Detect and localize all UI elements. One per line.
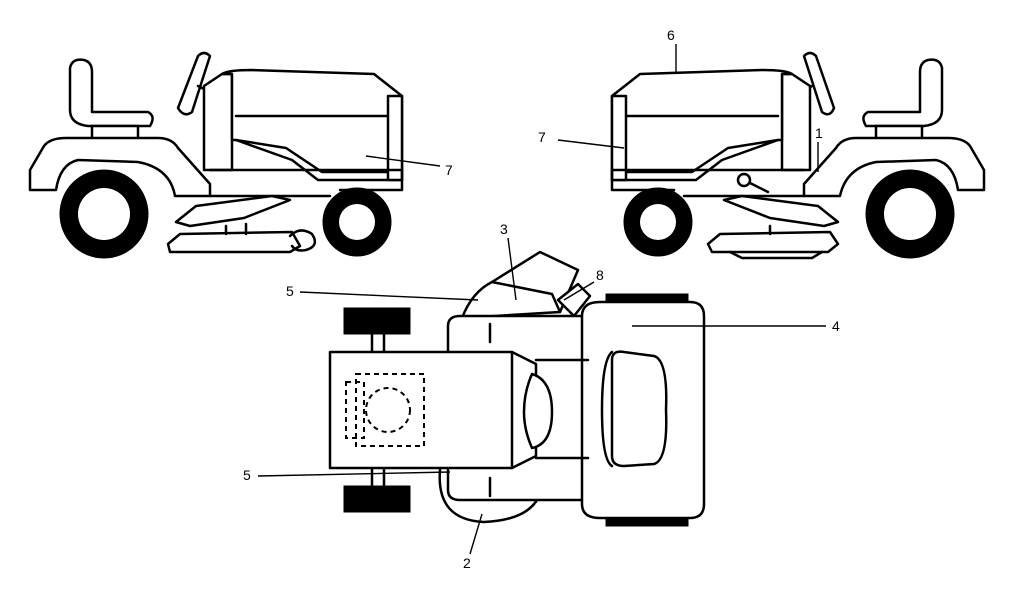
- callout-5-bottom: 5: [243, 467, 251, 483]
- callout-7-right: 7: [538, 129, 546, 145]
- tractor-top-view: [328, 250, 706, 527]
- callout-6: 6: [667, 27, 675, 43]
- callout-5-top: 5: [286, 283, 294, 299]
- leader-lines: [257, 44, 826, 555]
- callout-4: 4: [832, 318, 840, 334]
- callout-3: 3: [500, 221, 508, 237]
- tractor-right-side-view: [610, 51, 986, 260]
- tractor-left-side-view: [28, 51, 404, 259]
- callout-2: 2: [463, 555, 471, 571]
- callout-8: 8: [596, 267, 604, 283]
- callout-7-left: 7: [445, 162, 453, 178]
- callout-1: 1: [815, 125, 823, 141]
- callout-labels: 7 6 7 1 3 5 8 4 5 2: [243, 27, 840, 571]
